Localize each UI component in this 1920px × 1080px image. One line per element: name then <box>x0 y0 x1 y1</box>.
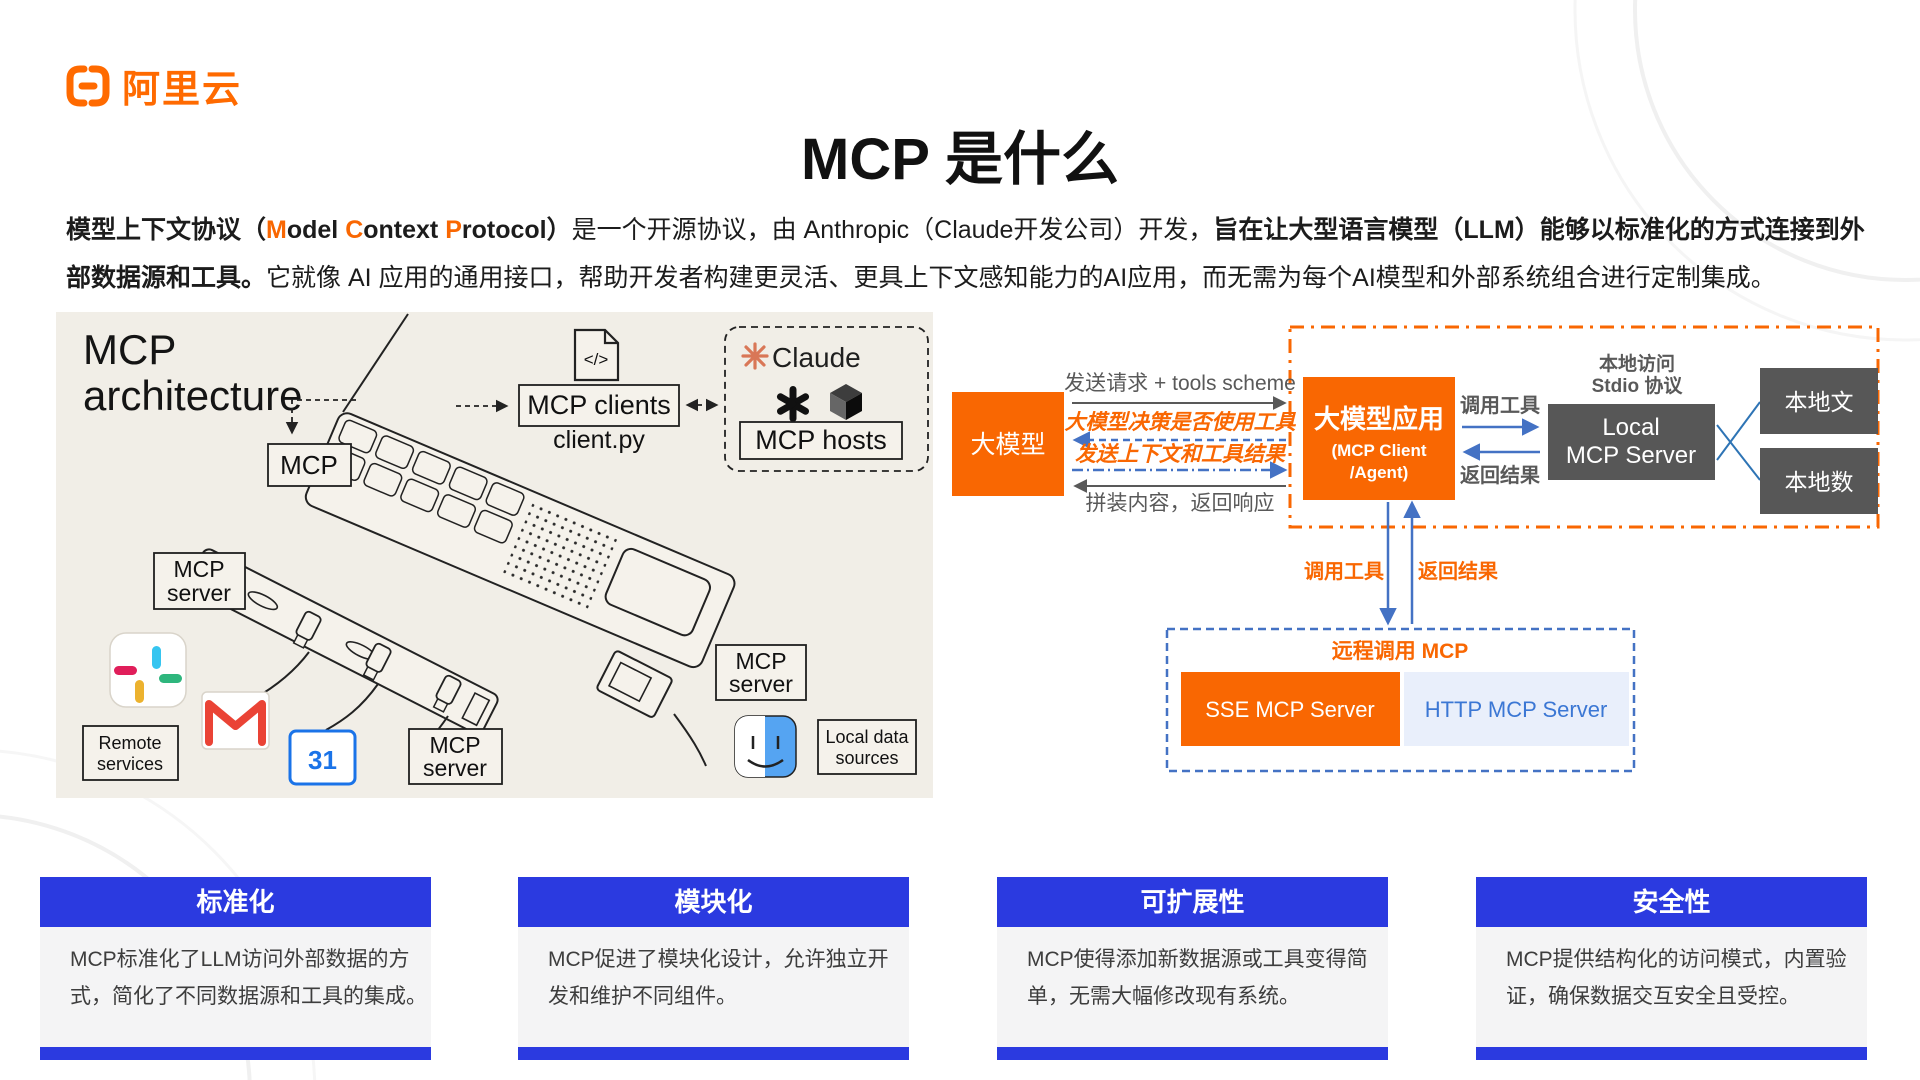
decide-label: 大模型决策是否使用工具 <box>1065 410 1297 434</box>
local-file-box: 本地文 <box>1760 368 1878 434</box>
claude-asterisk-icon <box>741 342 769 370</box>
intro-line-2: 部数据源和工具。它就像 AI 应用的通用接口，帮助开发者构建更灵活、更具上下文感… <box>66 264 1776 292</box>
arrow-laptop-to-mcp <box>285 399 356 435</box>
svg-text:大模型: 大模型 <box>970 431 1045 459</box>
mcp-clients-box: MCP clients <box>518 384 680 427</box>
svg-text:MCP: MCP <box>735 648 786 674</box>
arch-title-line2: architecture <box>83 372 302 419</box>
svg-text:大模型应用: 大模型应用 <box>1314 404 1444 434</box>
gmail-icon <box>201 691 270 750</box>
arch-title-line1: MCP <box>83 326 176 373</box>
svg-text:本地数: 本地数 <box>1785 469 1854 495</box>
http-mcp-server-box: HTTP MCP Server <box>1404 672 1629 746</box>
llm-box: 大模型 <box>952 392 1064 496</box>
openai-icon <box>776 386 810 422</box>
remote-dashed-border <box>1165 627 1636 773</box>
svg-text:MCP: MCP <box>429 732 480 758</box>
card-standardization: 标准化 MCP标准化了LLM访问外部数据的方 式，简化了不同数据源和工具的集成。 <box>40 877 431 1060</box>
card-security: 安全性 MCP提供结构化的访问模式，内置验 证，确保数据交互安全且受控。 <box>1476 877 1867 1060</box>
svg-text:/Agent): /Agent) <box>1350 463 1409 482</box>
svg-text:Local data: Local data <box>825 727 909 747</box>
mcp-server-box-3: MCP server <box>715 644 807 701</box>
intro-paragraph: 模型上下文协议（Model Context Protocol）是一个开源协议，由… <box>66 206 1866 302</box>
calendar-icon: 31 <box>288 729 357 786</box>
usb-cables-sketch <box>235 610 707 767</box>
card-bottom-strip <box>1476 1047 1867 1060</box>
svg-text:MCP: MCP <box>173 556 224 582</box>
return-result-label-v: 返回结果 <box>1418 559 1498 583</box>
svg-text:MCP: MCP <box>280 450 338 480</box>
send-request-label: 发送请求 + tools scheme <box>1064 372 1296 395</box>
card-modularity: 模块化 MCP促进了模块化设计，允许独立开 发和维护不同组件。 <box>518 877 909 1060</box>
call-tool-label-h: 调用工具 <box>1460 394 1540 417</box>
svg-text:MCP Server: MCP Server <box>1566 442 1696 469</box>
svg-text:sources: sources <box>835 748 898 768</box>
send-context-label: 发送上下文和工具结果 <box>1075 442 1287 466</box>
alibaba-cloud-logo: 阿里云 <box>64 58 242 113</box>
code-file-icon: </> <box>573 328 620 382</box>
brand-name: 阿里云 <box>122 69 243 111</box>
mcp-server-box-2: MCP server <box>408 728 503 785</box>
local-mcp-server-box: Local MCP Server <box>1548 404 1715 480</box>
svg-text:Remote: Remote <box>98 733 161 753</box>
svg-text:services: services <box>97 754 163 774</box>
cube-logo-icon <box>830 384 862 420</box>
mcp-hosts-group: Claude MCP hosts <box>724 326 929 472</box>
card-bottom-strip <box>518 1047 909 1060</box>
remote-call-title: 远程调用 MCP <box>1332 640 1469 663</box>
svg-text:MCP hosts: MCP hosts <box>755 425 887 455</box>
connector-local-2 <box>1716 401 1761 461</box>
slack-icon <box>109 632 187 708</box>
call-tool-label-v: 调用工具 <box>1304 560 1384 583</box>
claude-label: Claude <box>772 342 861 373</box>
card-title: 模块化 <box>518 877 909 927</box>
usb-a-plug-sketch <box>596 650 673 718</box>
svg-text:HTTP MCP Server: HTTP MCP Server <box>1425 697 1608 722</box>
local-access-label-2: Stdio 协议 <box>1592 374 1684 397</box>
local-access-label-1: 本地访问 <box>1599 352 1675 375</box>
card-body: MCP使得添加新数据源或工具变得简 单，无需大幅修改现有系统。 <box>997 927 1388 1047</box>
svg-text:(MCP Client: (MCP Client <box>1331 441 1426 460</box>
remote-services-box: Remote services <box>82 725 179 781</box>
card-bottom-strip <box>40 1047 431 1060</box>
mcp-box: MCP <box>267 443 352 487</box>
card-bottom-strip <box>997 1047 1388 1060</box>
laptop-sketch <box>304 313 736 669</box>
card-body: MCP提供结构化的访问模式，内置验 证，确保数据交互安全且受控。 <box>1476 927 1867 1047</box>
svg-text:本地文: 本地文 <box>1785 389 1854 415</box>
svg-text:MCP clients: MCP clients <box>527 390 671 420</box>
card-extensibility: 可扩展性 MCP使得添加新数据源或工具变得简 单，无需大幅修改现有系统。 <box>997 877 1388 1060</box>
client-py-label: client.py <box>553 426 645 454</box>
local-data-sources-box: Local data sources <box>817 719 917 775</box>
intro-line-1: 模型上下文协议（Model Context Protocol）是一个开源协议，由… <box>66 216 1865 244</box>
mcp-server-box-1: MCP server <box>153 552 246 610</box>
svg-text:server: server <box>729 671 793 697</box>
mcp-hosts-box: MCP hosts <box>739 421 903 460</box>
card-title: 安全性 <box>1476 877 1867 927</box>
svg-text:31: 31 <box>308 745 337 775</box>
card-title: 可扩展性 <box>997 877 1388 927</box>
assemble-label: 拼装内容，返回响应 <box>1086 492 1275 515</box>
mcp-architecture-panel: MCP architecture <box>56 312 933 798</box>
card-body: MCP促进了模块化设计，允许独立开 发和维护不同组件。 <box>518 927 909 1047</box>
connector-local-1 <box>1716 424 1761 481</box>
card-body: MCP标准化了LLM访问外部数据的方 式，简化了不同数据源和工具的集成。 <box>40 927 431 1047</box>
alibaba-cloud-bracket-icon <box>66 65 110 106</box>
local-data-box: 本地数 <box>1760 448 1878 514</box>
mcp-flow-diagram: 大模型 发送请求 + tools scheme 大模型决策是否使用工具 发送上下… <box>952 325 1880 773</box>
svg-text:SSE MCP Server: SSE MCP Server <box>1205 697 1375 722</box>
finder-icon <box>734 715 797 778</box>
card-title: 标准化 <box>40 877 431 927</box>
mcp-architecture-illustration: MCP architecture <box>82 313 929 786</box>
llm-app-box: 大模型应用 (MCP Client /Agent) <box>1303 377 1455 500</box>
svg-text:server: server <box>167 580 231 606</box>
svg-text:</>: </> <box>584 350 609 369</box>
svg-text:server: server <box>423 755 487 781</box>
page-title: MCP 是什么 <box>801 127 1119 192</box>
svg-text:Local: Local <box>1602 414 1659 441</box>
return-result-label-h: 返回结果 <box>1460 463 1540 487</box>
sse-mcp-server-box: SSE MCP Server <box>1181 672 1400 746</box>
